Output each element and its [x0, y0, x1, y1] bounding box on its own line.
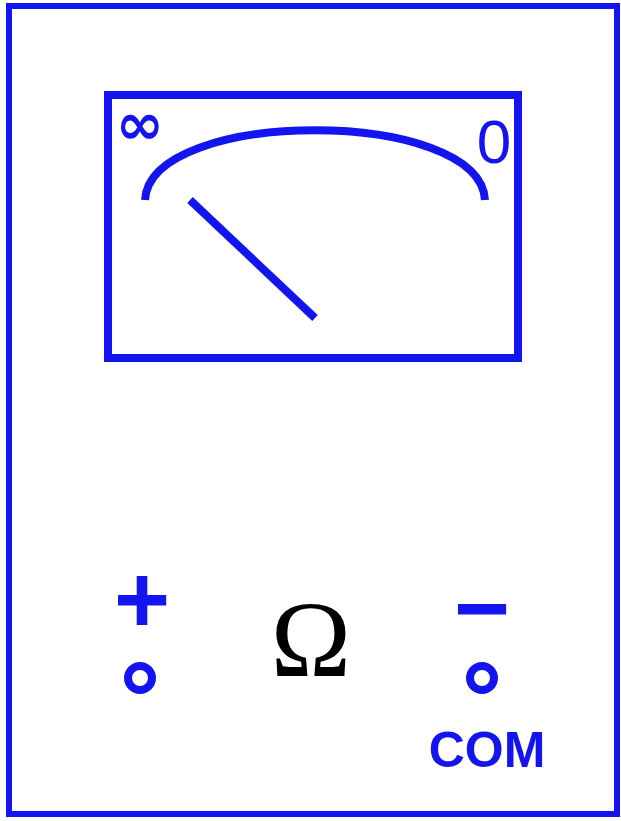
infinity-mark: ∞	[116, 95, 164, 153]
meter-scale-arc	[145, 130, 485, 200]
minus-sign: −	[454, 560, 510, 656]
ohm-symbol: Ω	[271, 586, 351, 694]
com-terminal	[470, 666, 494, 690]
positive-terminal	[128, 666, 152, 690]
plus-sign: +	[114, 552, 170, 648]
com-label: COM	[429, 725, 546, 775]
meter-needle	[190, 200, 315, 318]
meter-window	[108, 95, 518, 358]
zero-mark: 0	[477, 111, 511, 173]
meter-housing	[9, 6, 617, 814]
